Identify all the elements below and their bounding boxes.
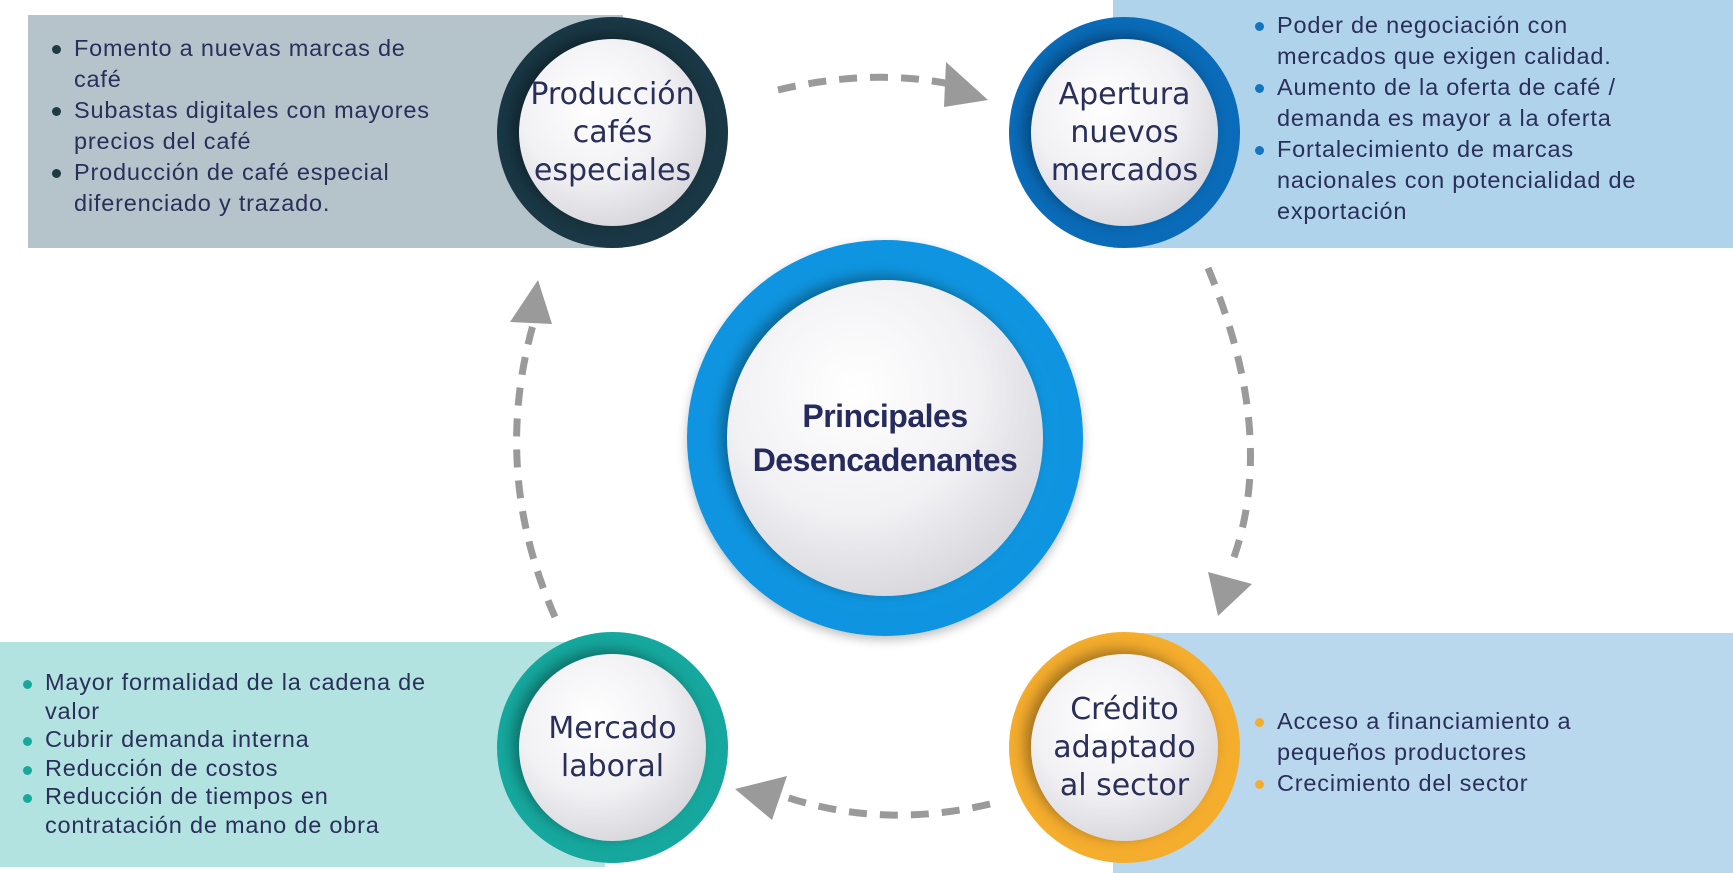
node-bottom-left: Mercado laboral <box>497 632 728 863</box>
arrowhead-right-icon <box>1208 572 1252 616</box>
center-inner: Principales Desencadenantes <box>727 280 1043 596</box>
node-label-bottom-left: Mercado laboral <box>548 710 677 784</box>
arrow-left <box>513 317 559 619</box>
bullet-dot-icon <box>1255 780 1264 789</box>
bullet-item: Cubrir demanda interna <box>23 725 493 754</box>
arrowhead-top-icon <box>944 62 988 107</box>
bullet-dot-icon <box>1255 84 1264 93</box>
bullet-item: Reducción de costos <box>23 754 493 783</box>
node-inner: Crédito adaptado al sector <box>1031 654 1218 841</box>
node-top-right: Apertura nuevos mercados <box>1009 17 1240 248</box>
bullet-dot-icon <box>1255 22 1264 31</box>
node-label-bottom-right: Crédito adaptado al sector <box>1053 691 1196 803</box>
arrowhead-left-icon <box>510 280 552 324</box>
bullet-item: Aumento de la oferta de café /demanda es… <box>1255 72 1725 134</box>
bullet-item: Crecimiento del sector <box>1255 768 1725 799</box>
arrow-top <box>777 73 951 94</box>
node-bottom-right: Crédito adaptado al sector <box>1009 632 1240 863</box>
node-top-left: Producción cafés especiales <box>497 17 728 248</box>
bullet-dot-icon <box>52 169 61 178</box>
bullet-dot-icon <box>23 794 32 803</box>
bullet-dot-icon <box>1255 146 1264 155</box>
node-label-top-left: Producción cafés especiales <box>530 76 695 188</box>
arrowhead-bottom-icon <box>735 776 787 820</box>
bullet-dot-icon <box>23 680 32 689</box>
arrow-bottom <box>778 791 991 819</box>
bullet-dot-icon <box>52 45 61 54</box>
center-title: Principales Desencadenantes <box>752 398 1018 478</box>
bullet-dot-icon <box>23 765 32 775</box>
node-inner: Apertura nuevos mercados <box>1031 39 1218 226</box>
node-inner: Mercado laboral <box>519 654 706 841</box>
bullet-dot-icon <box>52 107 61 116</box>
node-label-top-right: Apertura nuevos mercados <box>1050 76 1199 188</box>
bullet-dot-icon <box>1255 718 1264 727</box>
arrow-right <box>1204 266 1254 570</box>
bullet-dot-icon <box>23 737 32 746</box>
center-node: Principales Desencadenantes <box>687 240 1083 636</box>
node-inner: Producción cafés especiales <box>519 39 706 226</box>
